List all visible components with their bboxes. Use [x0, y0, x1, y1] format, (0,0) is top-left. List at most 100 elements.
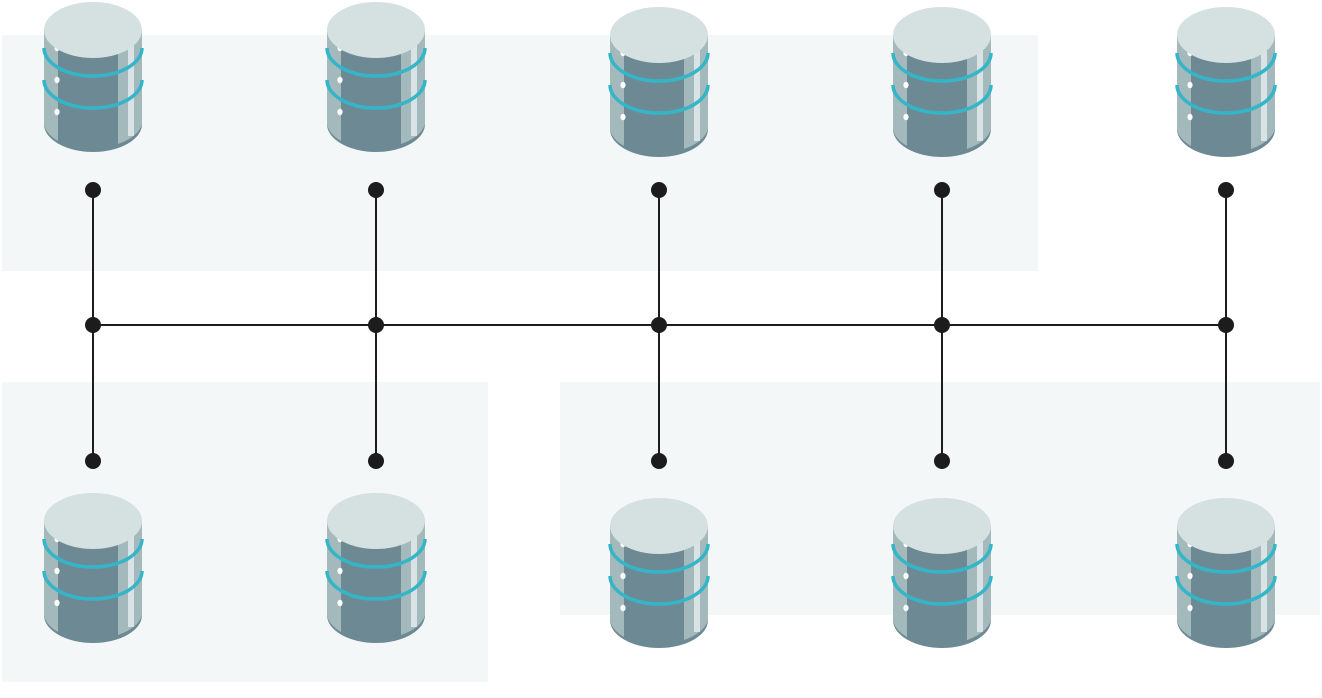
endpoint-top-2 [368, 182, 384, 198]
status-led-icon [903, 604, 909, 612]
database-body [1177, 526, 1275, 648]
database-highlight [694, 526, 700, 632]
database-stripe [42, 570, 144, 601]
bus-junction-4 [934, 317, 950, 333]
status-led-icon [903, 572, 909, 580]
endpoint-top-5 [1218, 182, 1234, 198]
database-stripe [1175, 52, 1277, 83]
database-stripe [608, 575, 710, 606]
status-led-icon [337, 76, 343, 84]
database-icon [1175, 498, 1277, 648]
endpoint-bottom-3 [651, 453, 667, 469]
database-stripe [608, 52, 710, 83]
database-body [610, 35, 708, 157]
database-stripe [608, 543, 710, 574]
endpoint-bottom-5 [1218, 453, 1234, 469]
bus-junction-3 [651, 317, 667, 333]
database-stripe [42, 79, 144, 110]
database-top [327, 493, 425, 549]
database-highlight [694, 35, 700, 141]
database-top [44, 2, 142, 58]
database-body [327, 30, 425, 152]
database-highlight [411, 30, 417, 136]
database-highlight [411, 521, 417, 627]
database-stripe [325, 538, 427, 569]
status-led-icon [1187, 572, 1193, 580]
status-led-icon [54, 599, 60, 607]
endpoint-bottom-1 [85, 453, 101, 469]
links-layer [92, 190, 1227, 461]
status-led-icon [1187, 604, 1193, 612]
database-icon [891, 7, 993, 157]
databases-layer [42, 2, 1277, 648]
database-top [610, 498, 708, 554]
status-led-icon [620, 604, 626, 612]
database-top [1177, 498, 1275, 554]
status-led-icon [337, 108, 343, 116]
database-stripe [891, 543, 993, 574]
database-stripe [1175, 575, 1277, 606]
endpoint-top-3 [651, 182, 667, 198]
database-body [1177, 35, 1275, 157]
database-highlight [1261, 526, 1267, 632]
status-led-icon [620, 81, 626, 89]
status-led-icon [903, 113, 909, 121]
database-icon [42, 493, 144, 643]
database-icon [608, 7, 710, 157]
nodes-layer [85, 182, 1234, 469]
database-stripe [325, 79, 427, 110]
status-led-icon [620, 113, 626, 121]
endpoint-top-4 [934, 182, 950, 198]
database-stripe [1175, 543, 1277, 574]
database-highlight [1261, 35, 1267, 141]
status-led-icon [337, 567, 343, 575]
status-led-icon [903, 81, 909, 89]
database-stripe [325, 570, 427, 601]
database-highlight [977, 526, 983, 632]
database-body [893, 35, 991, 157]
bus-junction-1 [85, 317, 101, 333]
database-stripe [1175, 84, 1277, 115]
database-stripe [42, 47, 144, 78]
database-icon [891, 498, 993, 648]
database-highlight [977, 35, 983, 141]
database-highlight [128, 30, 134, 136]
endpoint-bottom-2 [368, 453, 384, 469]
database-stripe [42, 538, 144, 569]
database-stripe [891, 52, 993, 83]
database-stripe [325, 47, 427, 78]
status-led-icon [1187, 81, 1193, 89]
database-body [44, 30, 142, 152]
status-led-icon [620, 572, 626, 580]
status-led-icon [54, 567, 60, 575]
database-icon [1175, 7, 1277, 157]
endpoint-bottom-4 [934, 453, 950, 469]
bus-junction-5 [1218, 317, 1234, 333]
database-icon [325, 2, 427, 152]
endpoint-top-1 [85, 182, 101, 198]
database-top [1177, 7, 1275, 63]
database-icon [42, 2, 144, 152]
status-led-icon [54, 76, 60, 84]
status-led-icon [337, 599, 343, 607]
status-led-icon [1187, 113, 1193, 121]
database-stripe [608, 84, 710, 115]
status-led-icon [54, 108, 60, 116]
database-top [327, 2, 425, 58]
database-top [893, 498, 991, 554]
database-highlight [128, 521, 134, 627]
top-zone [2, 35, 1038, 271]
database-stripe [891, 575, 993, 606]
database-stripe [891, 84, 993, 115]
database-body [610, 526, 708, 648]
database-icon [325, 493, 427, 643]
database-body [44, 521, 142, 643]
bus-junction-2 [368, 317, 384, 333]
database-body [327, 521, 425, 643]
database-body [893, 526, 991, 648]
database-top [893, 7, 991, 63]
database-top [44, 493, 142, 549]
database-top [610, 7, 708, 63]
database-icon [608, 498, 710, 648]
